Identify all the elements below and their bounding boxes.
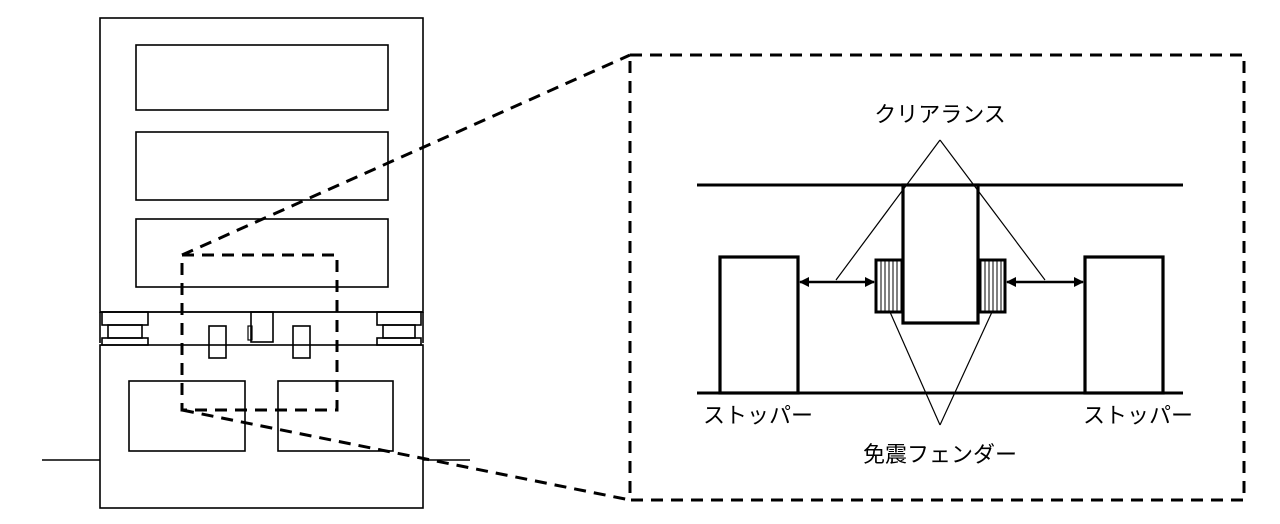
floor-panel-1 [135,44,389,111]
fender-leader-left [889,311,941,426]
left-isolator [101,311,149,346]
stopper-right [1083,255,1165,395]
zoom-leader-bottom [181,408,631,502]
floor-panel-2 [135,131,389,201]
detail-view: クリアランス ストッパー ストッパー 免震フェンダー [697,103,1193,468]
foundation [99,344,424,509]
superstructure [99,17,424,313]
fender-leader-right [939,311,993,426]
zoom-leader-top [181,53,631,257]
building-elevation [42,17,470,509]
center-stopper-left [208,325,227,359]
center-stopper-right [292,325,311,359]
stopper-left [718,255,800,395]
center-fender-block [250,311,274,343]
stopper-right-label: ストッパー [1083,404,1193,429]
central-projection [901,183,980,325]
zoom-region-box [180,253,339,412]
fender-label: 免震フェンダー [863,443,1017,468]
foundation-pit-left [128,380,246,452]
clearance-leader-right [939,139,1046,281]
clearance-label: クリアランス [874,103,1006,128]
fender-right [977,258,1007,314]
floor-panel-3 [135,218,389,288]
clearance-leader-left [835,139,941,281]
fender-left [874,258,904,314]
center-fender-inner [247,325,253,341]
zoom-detail-frame [628,53,1246,502]
right-isolator [376,311,422,346]
stopper-left-label: ストッパー [703,404,813,429]
